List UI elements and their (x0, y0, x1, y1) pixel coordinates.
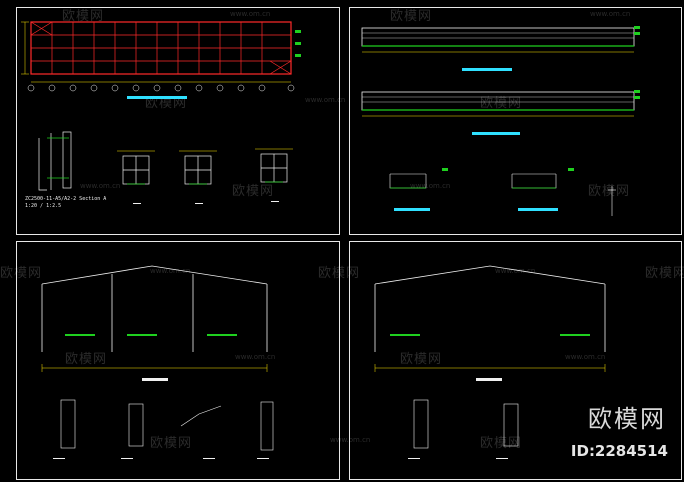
watermark: 欧模网 (62, 9, 105, 24)
watermark-url: www.om.cn (150, 267, 191, 275)
brand-id: ID:2284514 (570, 442, 668, 460)
watermark: 欧模网 (150, 436, 193, 451)
brand-logo: 欧模网 (588, 405, 666, 433)
watermark: 欧模网 (390, 9, 433, 24)
watermark: 欧模网 (232, 184, 275, 199)
watermark: 欧模网 (400, 352, 443, 367)
watermark: 欧模网 (145, 96, 188, 111)
drawing-sheet-elevation[interactable] (349, 7, 682, 235)
watermark-url: www.om.cn (495, 267, 536, 275)
watermark: 欧模网 (480, 96, 523, 111)
frame-section-drawing-2 (374, 265, 606, 459)
elevation-drawing (361, 26, 640, 216)
watermark: 欧模网 (65, 352, 108, 367)
watermark-url: www.om.cn (230, 10, 271, 18)
watermark: 欧模网 (645, 266, 684, 281)
detail-note: ZC2500-11-A5/A2-2 Section A (25, 196, 107, 202)
drawing-sheet-frame-a[interactable] (16, 241, 340, 480)
watermark-url: www.om.cn (330, 436, 371, 444)
watermark-url: www.om.cn (235, 353, 276, 361)
watermark-url: www.om.cn (305, 96, 346, 104)
detail-note-sub: 1:20 / 1:2.5 (25, 203, 62, 209)
plan-drawing (21, 21, 301, 204)
watermark: 欧模网 (318, 266, 361, 281)
watermark-url: www.om.cn (590, 10, 631, 18)
watermark-url: www.om.cn (80, 182, 121, 190)
watermark-url: www.om.cn (410, 182, 451, 190)
watermark: 欧模网 (0, 266, 43, 281)
drawing-sheet-frame-b[interactable] (349, 241, 682, 480)
frame-section-drawing (41, 265, 274, 459)
watermark: 欧模网 (480, 436, 523, 451)
watermark: 欧模网 (588, 184, 631, 199)
watermark-url: www.om.cn (565, 353, 606, 361)
drawing-sheet-plan[interactable]: ZC2500-11-A5/A2-2 Section A 1:20 / 1:2.5 (16, 7, 340, 235)
